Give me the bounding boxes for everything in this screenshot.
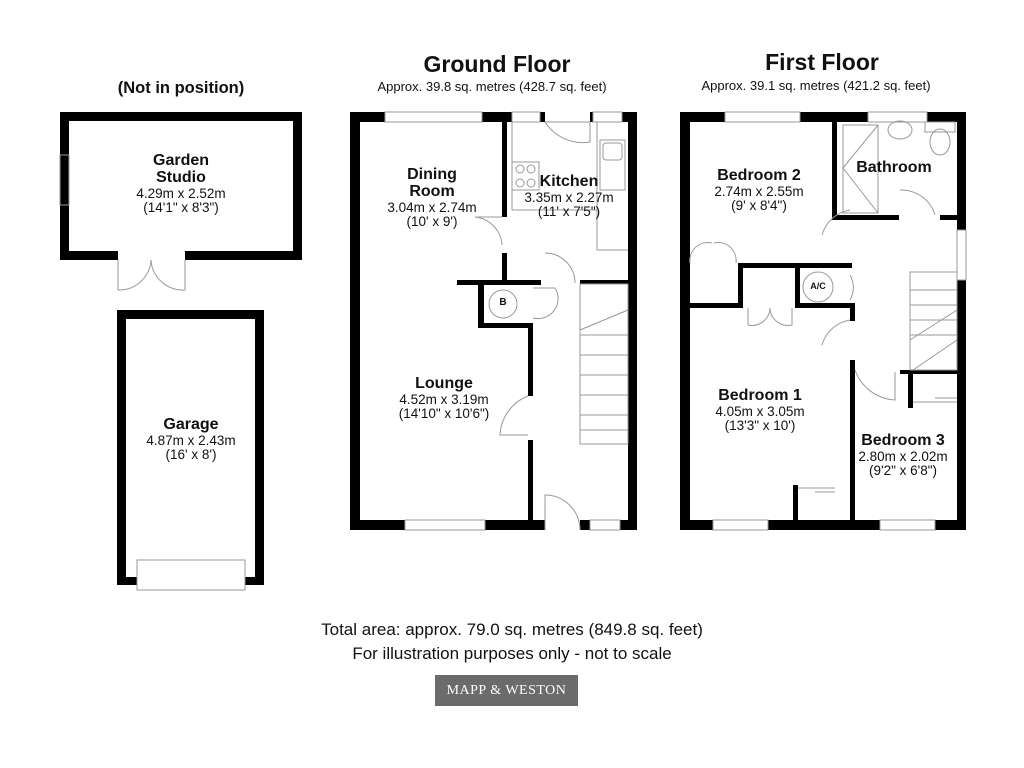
first-floor-title: First Floor: [765, 49, 879, 75]
airing-cupboard-symbol: A/C: [810, 281, 826, 291]
room-garden-studio: Garden Studio 4.29m x 2.52m (14'1" x 8'3…: [136, 152, 226, 215]
room-name: Lounge: [415, 375, 473, 392]
room-name: Garden: [152, 152, 210, 169]
room-imperial: (9'2" x 6'8"): [868, 462, 938, 478]
room-name: Kitchen: [539, 173, 599, 190]
room-metric: 3.04m x 2.74m: [387, 199, 477, 215]
ground-floor-title: Ground Floor: [423, 51, 571, 77]
room-dining-room: Dining Room 3.04m x 2.74m (10' x 9'): [387, 166, 477, 229]
not-in-position-label: (Not in position): [117, 79, 245, 97]
room-imperial: (14'1" x 8'3"): [143, 199, 219, 215]
room-bathroom: Bathroom: [856, 159, 932, 177]
room-name: Studio: [156, 168, 206, 186]
room-name: Bedroom 1: [718, 387, 802, 404]
agent-logo: MAPP & WESTON: [435, 675, 578, 706]
room-metric: 2.80m x 2.02m: [858, 448, 948, 464]
fixtures: [59, 111, 967, 591]
room-bedroom-1: Bedroom 1 4.05m x 3.05m (13'3" x 10'): [715, 387, 805, 433]
room-name: Room: [409, 182, 455, 200]
room-metric: 4.87m x 2.43m: [146, 432, 236, 448]
room-metric: 2.74m x 2.55m: [714, 183, 804, 199]
room-imperial: (14'10" x 10'6"): [398, 405, 490, 421]
boiler-symbol: B: [499, 297, 507, 308]
room-name: Garage: [163, 416, 219, 433]
room-metric: 4.29m x 2.52m: [136, 185, 226, 201]
total-area: Total area: approx. 79.0 sq. metres (849…: [321, 620, 703, 639]
room-imperial: (11' x 7'5"): [537, 203, 601, 219]
room-imperial: (16' x 8'): [165, 446, 217, 462]
room-name: Bedroom 3: [861, 432, 945, 449]
room-imperial: (10' x 9'): [406, 213, 458, 229]
room-lounge: Lounge 4.52m x 3.19m (14'10" x 10'6"): [398, 375, 490, 421]
room-imperial: (9' x 8'4"): [731, 197, 787, 213]
room-bedroom-2: Bedroom 2 2.74m x 2.55m (9' x 8'4"): [714, 167, 804, 213]
first-floor-area: Approx. 39.1 sq. metres (421.2 sq. feet): [701, 78, 931, 93]
room-name: Dining: [407, 166, 457, 183]
room-name: Bathroom: [856, 159, 932, 176]
room-metric: 4.52m x 3.19m: [399, 391, 489, 407]
room-garage: Garage 4.87m x 2.43m (16' x 8'): [146, 416, 236, 462]
room-name: Bedroom 2: [717, 167, 801, 184]
ground-floor-area: Approx. 39.8 sq. metres (428.7 sq. feet): [377, 79, 607, 94]
room-bedroom-3: Bedroom 3 2.80m x 2.02m (9'2" x 6'8"): [858, 432, 948, 478]
room-metric: 3.35m x 2.27m: [524, 189, 614, 205]
walls: [60, 112, 966, 585]
room-imperial: (13'3" x 10'): [724, 417, 796, 433]
room-metric: 4.05m x 3.05m: [715, 403, 805, 419]
disclaimer: For illustration purposes only - not to …: [352, 644, 672, 663]
room-kitchen: Kitchen 3.35m x 2.27m (11' x 7'5"): [524, 173, 614, 219]
